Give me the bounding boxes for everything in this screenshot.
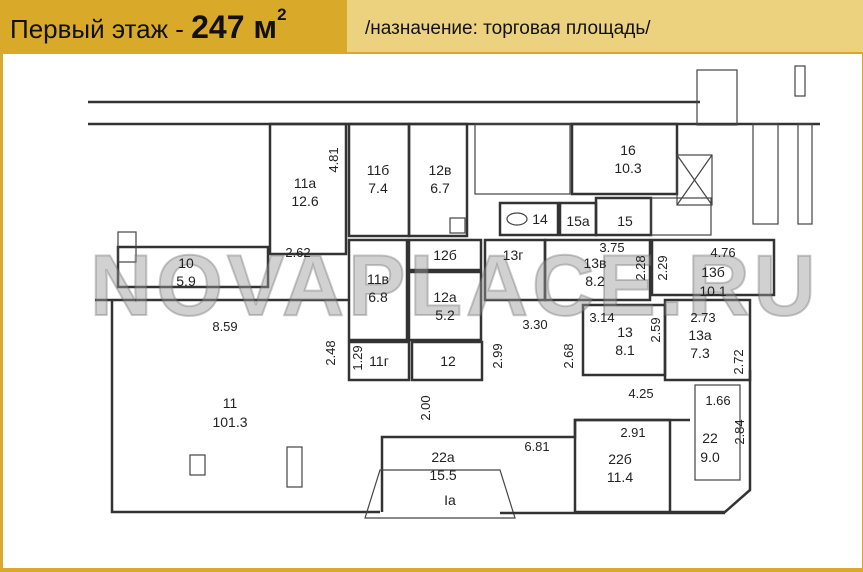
room-number: 15а (566, 213, 590, 229)
dimension: 2.84 (732, 419, 747, 444)
room-number: 12б (433, 247, 457, 263)
room-area: 5.9 (176, 273, 196, 289)
room-area: 6.8 (368, 289, 388, 305)
dimension: 2.91 (620, 425, 645, 440)
area-unit-sup: 2 (277, 5, 287, 24)
room-number: 11а (294, 175, 317, 191)
room-number: Iа (444, 492, 456, 508)
page-title: Первый этаж - 247 м2 (10, 5, 287, 46)
room-area: 101.3 (212, 414, 247, 430)
room-area: 9.0 (700, 449, 720, 465)
dimension: 2.00 (418, 395, 433, 420)
area-number: 247 м (191, 9, 278, 45)
room-area: 7.4 (368, 180, 388, 196)
walls (88, 65, 820, 519)
dimension-labels: 4.81 2.62 8.59 2.48 1.29 2.99 3.30 2.68 … (212, 147, 747, 454)
room-number: 22а (431, 449, 455, 465)
dimension: 2.28 (633, 255, 648, 280)
dimension: 4.76 (710, 245, 735, 260)
dimension: 2.62 (285, 245, 310, 260)
dimension: 2.29 (655, 255, 670, 280)
room-number: 14 (532, 211, 548, 227)
dimension: 1.66 (705, 393, 730, 408)
room-number: 13 (617, 324, 633, 340)
room-area: 7.3 (690, 345, 710, 361)
dimension: 6.81 (524, 439, 549, 454)
dimension: 2.59 (648, 317, 663, 342)
room-number: 15 (617, 213, 633, 229)
dimension: 4.81 (326, 147, 341, 172)
watermark: NOVAPLACE.RU (90, 238, 820, 334)
room-number: 16 (620, 142, 636, 158)
dimension: 4.25 (628, 386, 653, 401)
dimension: 2.99 (490, 343, 505, 368)
room-area: 6.7 (430, 180, 450, 196)
room-number: 13а (688, 327, 712, 343)
room-number: 12а (433, 289, 457, 305)
room-number: 11г (369, 353, 389, 369)
room-number: 10 (178, 255, 194, 271)
room-area: 10.1 (699, 283, 726, 299)
room-number: 11б (367, 162, 390, 178)
purpose-label: /назначение: торговая площадь/ (365, 18, 651, 39)
room-number: 13б (701, 264, 725, 280)
dimension: 8.59 (212, 319, 237, 334)
room-number: 12 (440, 353, 456, 369)
room-area: 10.3 (614, 160, 641, 176)
dimension: 1.29 (350, 345, 365, 370)
floor-label: Первый этаж - (10, 14, 192, 44)
area-value: 247 м2 (191, 5, 286, 45)
room-area: 5.2 (435, 307, 455, 323)
dimension: 3.30 (522, 317, 547, 332)
room-area: 12.6 (291, 193, 318, 209)
room-area: 8.1 (615, 342, 635, 358)
dimension: 2.73 (690, 310, 715, 325)
header-title-block (0, 0, 347, 54)
room-number: 13г (503, 247, 524, 263)
room-area: 11.4 (607, 469, 633, 485)
room-area: 8.2 (585, 273, 605, 289)
room-labels: 11а 12.6 11б 7.4 12в 6.7 16 10.3 10 5.9 … (176, 142, 727, 508)
room-number: 11в (367, 271, 389, 287)
room-number: 11 (223, 395, 238, 411)
dimension: 2.72 (731, 349, 746, 374)
room-number: 13в (583, 255, 606, 271)
room-number: 22б (608, 451, 632, 467)
dimension: 3.14 (589, 310, 614, 325)
dimension: 3.75 (599, 240, 624, 255)
dimension: 2.48 (323, 340, 338, 365)
dimension: 2.68 (561, 343, 576, 368)
room-number: 12в (428, 162, 451, 178)
room-number: 22 (702, 430, 718, 446)
room-area: 15.5 (429, 467, 456, 483)
